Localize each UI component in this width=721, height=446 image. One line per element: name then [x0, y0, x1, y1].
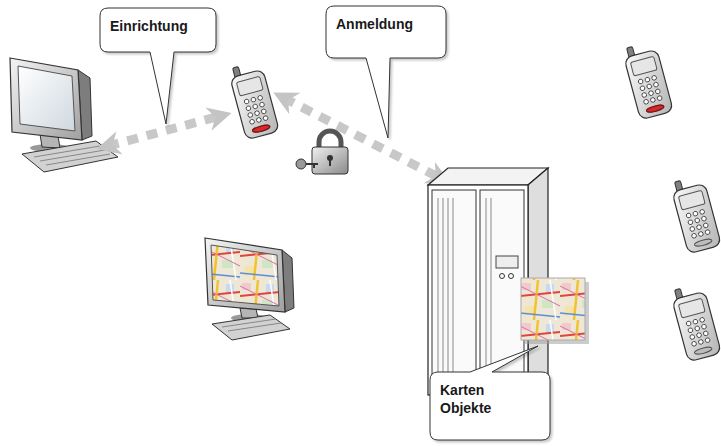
desktop-computer	[10, 58, 118, 172]
server-part	[521, 278, 585, 340]
lock-symbol-part	[319, 131, 341, 148]
desktop-computer-part	[10, 58, 82, 140]
mobile-phone	[228, 61, 280, 140]
sync-arrow	[108, 116, 220, 146]
mobile-phone	[622, 41, 674, 120]
server-part	[428, 185, 528, 395]
mobile-phone	[670, 283, 721, 362]
callout-bubble: Einrichtung	[100, 8, 216, 52]
mobile-phone-part	[646, 104, 665, 114]
login-arrow	[284, 98, 440, 178]
mobile-phone-part	[228, 61, 280, 140]
callout-body: Anmeldung	[326, 6, 446, 42]
server-part	[432, 190, 476, 390]
callout-bubble: Karten Objekte	[430, 372, 550, 440]
desktop-computer-part	[34, 146, 110, 165]
desktop-computer-part	[22, 141, 118, 172]
mobile-phone-part	[252, 124, 271, 134]
server-part	[438, 198, 491, 382]
callout-outline	[430, 346, 550, 440]
map-computer	[205, 238, 294, 340]
callout-text: Karten Objekte	[440, 381, 512, 417]
lock-symbol-part	[296, 159, 306, 169]
map-computer-part	[205, 238, 285, 312]
callout-outline	[326, 6, 446, 138]
callout-body: Karten Objekte	[430, 372, 550, 426]
lock-symbol	[296, 131, 348, 174]
desktop-computer-part	[18, 66, 75, 131]
lock-symbol-part	[329, 159, 331, 166]
callout-text: Anmeldung	[336, 15, 413, 33]
callout-outline	[100, 8, 216, 124]
mobile-phone-part	[670, 175, 721, 254]
server-part	[500, 274, 505, 279]
map-computer-part	[211, 245, 279, 306]
map-computer-part	[212, 315, 290, 340]
mobile-phone	[670, 175, 721, 254]
lock-symbol-part	[306, 164, 318, 168]
server-part	[496, 256, 518, 268]
callout-bubble: Anmeldung	[326, 6, 446, 58]
server-part	[509, 274, 514, 279]
server-part	[428, 168, 548, 185]
mobile-phone-part	[670, 283, 721, 362]
lock-symbol-part	[312, 147, 348, 174]
callout-text: Einrichtung	[110, 17, 188, 35]
mobile-phone-part	[622, 41, 674, 120]
callout-body: Einrichtung	[100, 8, 216, 44]
map-computer-part	[222, 319, 281, 331]
